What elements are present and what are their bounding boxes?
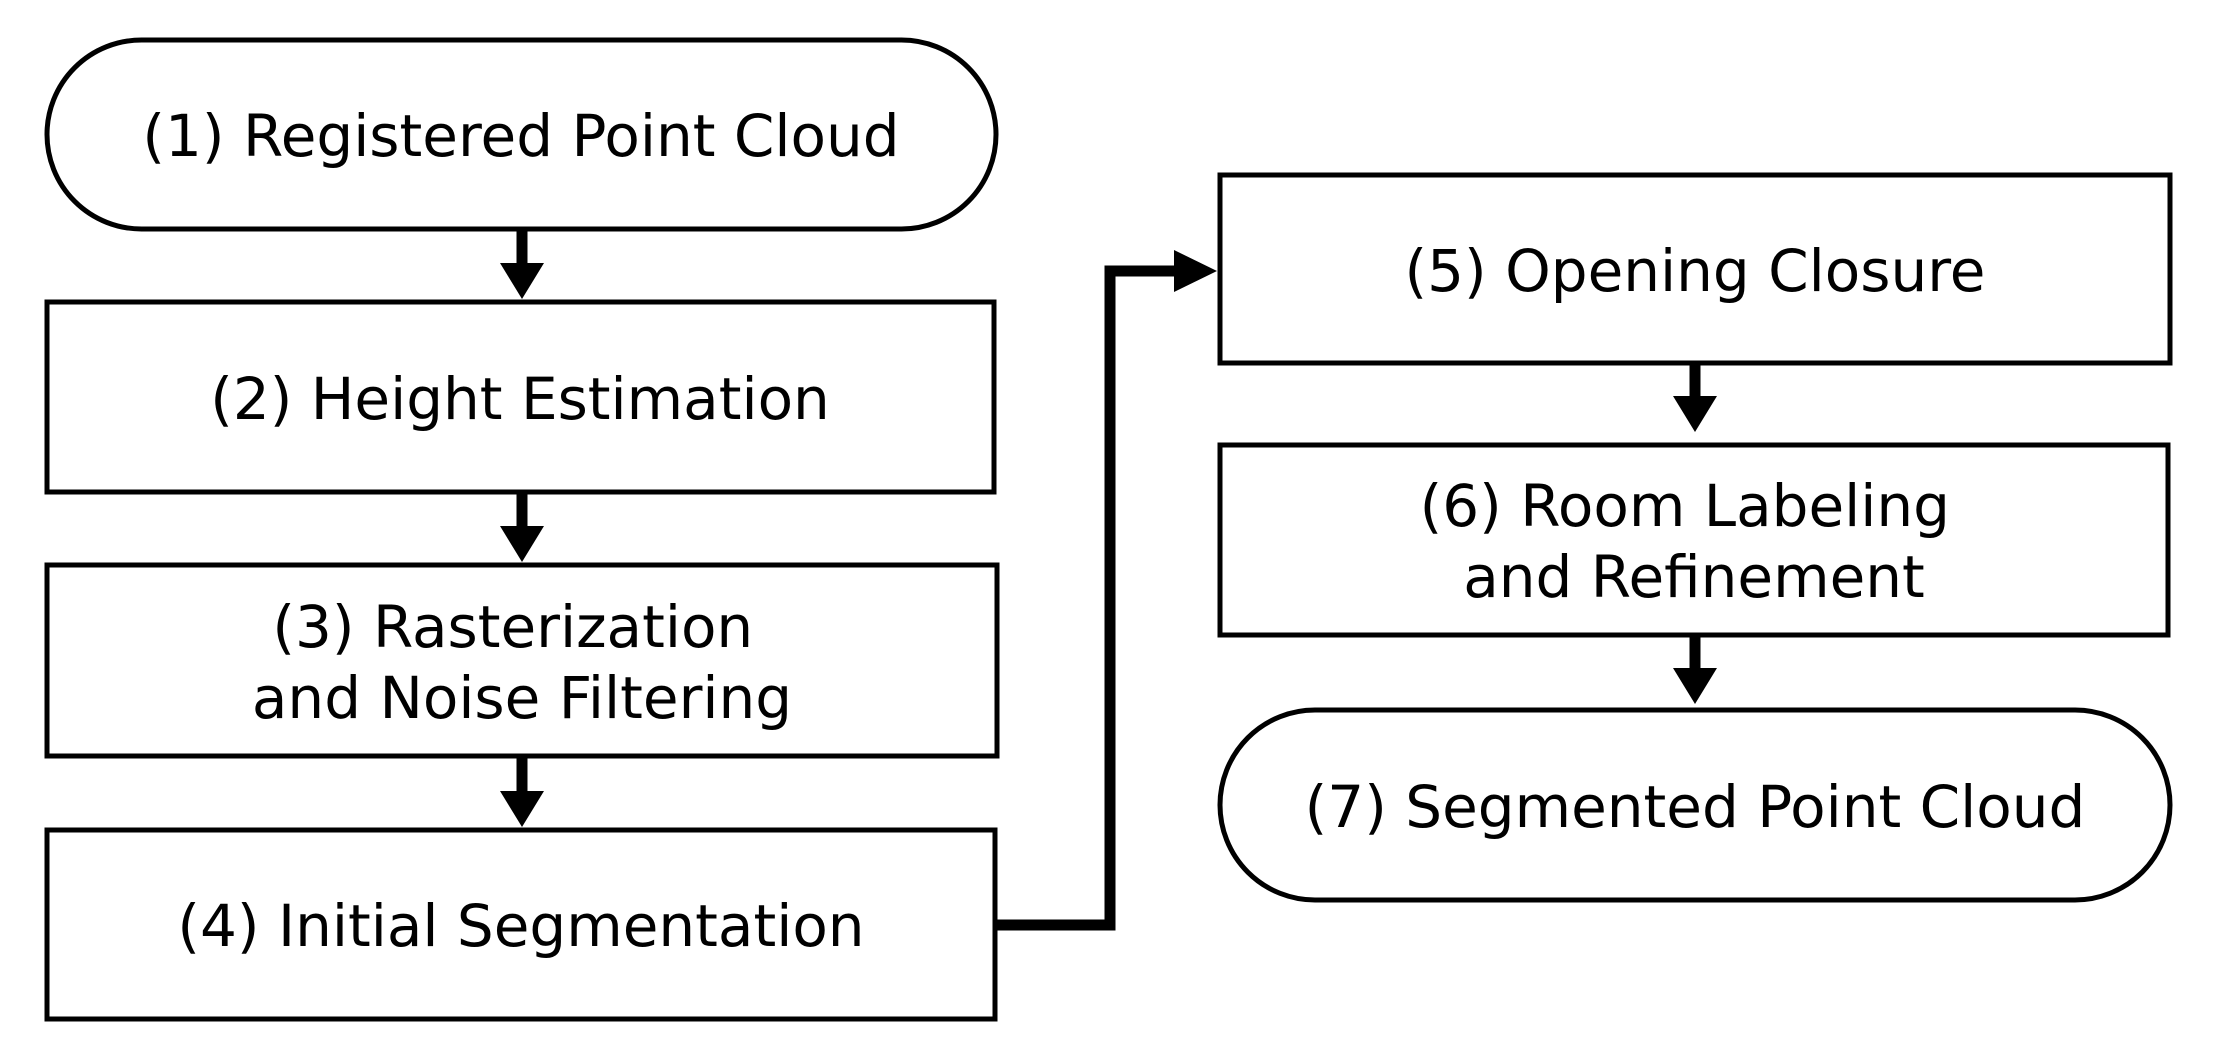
arrowhead-6-to-7 [1673,668,1717,704]
node-6-shape [1217,442,2171,638]
node-2-shape [44,299,997,495]
node-7-label: (7) Segmented Point Cloud [1305,773,2086,841]
node-5-shape [1217,172,2173,366]
node-3-label: (3) Rasterization and Noise Filtering [252,593,792,732]
node-2-label: (2) Height Estimation [210,365,830,433]
node-7-shape [1217,707,2173,903]
arrowhead-2-to-3 [500,526,544,562]
node-4-shape [44,827,998,1022]
arrowhead-5-to-6 [1673,396,1717,432]
arrowhead-3-to-4 [500,791,544,827]
arrowhead-1-to-2 [500,263,544,299]
node-1-label: (1) Registered Point Cloud [142,102,899,170]
node-1-shape [44,37,999,232]
node-3-shape [44,562,1000,759]
node-5-label: (5) Opening Closure [1405,237,1986,305]
node-6-label: (6) Room Labeling and Refinement [1420,472,1969,611]
arrow-4-to-5 [995,265,1180,931]
arrowhead-4-to-5 [1174,250,1217,292]
node-4-label: (4) Initial Segmentation [177,892,864,960]
